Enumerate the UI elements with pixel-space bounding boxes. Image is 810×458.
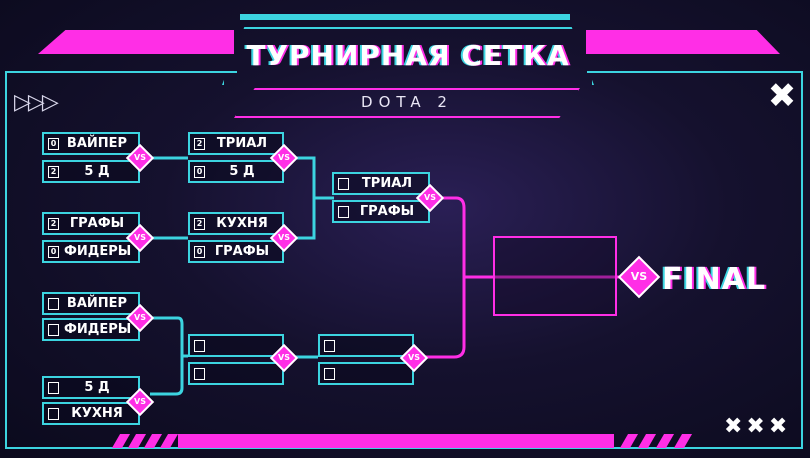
score-box: 0 xyxy=(48,246,59,258)
match-slot[interactable]: ВАЙПЕР xyxy=(42,292,140,315)
score-box xyxy=(324,340,335,352)
score-box: 2 xyxy=(194,138,205,150)
team-name: ГРАФЫ xyxy=(354,204,428,219)
match-slot[interactable]: 0 ГРАФЫ xyxy=(188,240,284,263)
score-box xyxy=(48,324,59,336)
team-name: ТРИАЛ xyxy=(354,176,428,191)
score-box: 0 xyxy=(194,246,205,258)
final-slot[interactable] xyxy=(493,236,617,316)
team-name: 5 Д xyxy=(64,164,138,179)
match-slot[interactable]: 0 5 Д xyxy=(188,160,284,183)
match-slot[interactable] xyxy=(188,334,284,357)
team-name: 5 Д xyxy=(64,380,138,395)
match-slot[interactable]: 0 ВАЙПЕР xyxy=(42,132,140,155)
match-slot[interactable]: 0 ФИДЕРЫ xyxy=(42,240,140,263)
score-box: 0 xyxy=(194,166,205,178)
score-box xyxy=(324,368,335,380)
score-box: 2 xyxy=(48,218,59,230)
team-name: ГРАФЫ xyxy=(210,244,282,259)
team-name: ФИДЕРЫ xyxy=(64,322,139,337)
team-name: КУХНЯ xyxy=(64,406,138,421)
match-slot[interactable]: ГРАФЫ xyxy=(332,200,430,223)
score-box: 0 xyxy=(48,138,59,150)
match-slot[interactable] xyxy=(318,334,414,357)
score-box xyxy=(48,298,59,310)
score-box: 2 xyxy=(194,218,205,230)
match-slot[interactable]: 2 КУХНЯ xyxy=(188,212,284,235)
match-slot[interactable]: КУХНЯ xyxy=(42,402,140,425)
score-box xyxy=(194,368,205,380)
team-name: ВАЙПЕР xyxy=(64,296,138,311)
team-name: ТРИАЛ xyxy=(210,136,282,151)
team-name: КУХНЯ xyxy=(210,216,282,231)
score-box xyxy=(194,340,205,352)
team-name: ВАЙПЕР xyxy=(64,136,138,151)
final-label: FINAL xyxy=(662,262,766,297)
team-name: 5 Д xyxy=(210,164,282,179)
match-slot[interactable]: ФИДЕРЫ xyxy=(42,318,140,341)
match-slot[interactable]: 5 Д xyxy=(42,376,140,399)
team-name: ФИДЕРЫ xyxy=(64,244,139,259)
match-slot[interactable]: 2 ТРИАЛ xyxy=(188,132,284,155)
match-slot[interactable] xyxy=(318,362,414,385)
score-box xyxy=(338,178,349,190)
score-box: 2 xyxy=(48,166,59,178)
score-box xyxy=(48,382,59,394)
score-box xyxy=(48,408,59,420)
score-box xyxy=(338,206,349,218)
match-slot[interactable]: 2 5 Д xyxy=(42,160,140,183)
team-name: ГРАФЫ xyxy=(64,216,138,231)
match-slot[interactable]: ТРИАЛ xyxy=(332,172,430,195)
match-slot[interactable] xyxy=(188,362,284,385)
match-slot[interactable]: 2 ГРАФЫ xyxy=(42,212,140,235)
